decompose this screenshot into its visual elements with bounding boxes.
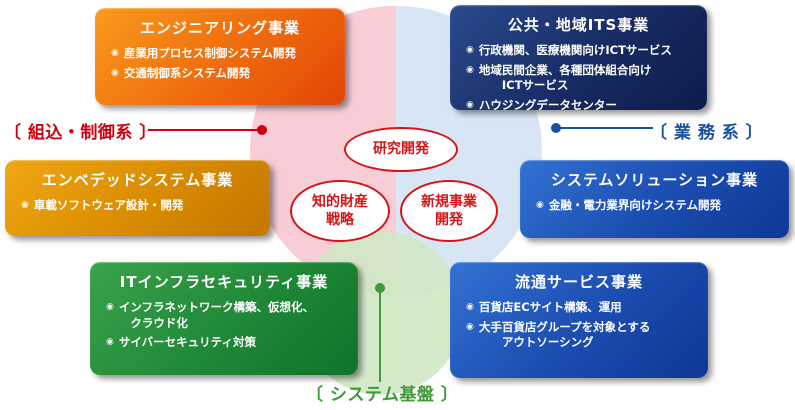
card-engineering-title: エンジニアリング事業 [139, 19, 300, 37]
business-connector-line [556, 127, 653, 129]
bullet-item: ◉ 金融・電力業界向けシステム開発 [536, 198, 777, 214]
bullet-icon: ◉ [21, 200, 29, 210]
bullet-icon: ◉ [106, 337, 114, 348]
card-embedded-system-title: エンベデッドシステム事業 [41, 171, 234, 189]
group-label-embedded-control: 〔 組込・制御系 〕 [4, 123, 157, 143]
card-embedded-system: エンベデッドシステム事業 ◉ 車載ソフトウェア設計・開発 [5, 160, 270, 236]
bullet-icon: ◉ [466, 64, 474, 75]
bullet-icon: ◉ [466, 302, 474, 312]
card-public-its-bullets: ◉ 行政機関、医療機関向けICTサービス ◉ 地域民間企業、各種団体組合向け I… [462, 43, 695, 113]
oval-new-business-development: 新規事業 開発 [400, 180, 498, 242]
card-distribution-service-title: 流通サービス事業 [514, 273, 643, 291]
embedded-control-connector-line [148, 129, 262, 131]
bullet-item: ◉ 地域民間企業、各種団体組合向け ICTサービス [466, 63, 695, 94]
group-label-business: 〔 業 務 系 〕 [650, 123, 764, 143]
oval-research-development: 研究開発 [344, 127, 458, 172]
bullet-text: 大手百貨店グループを対象とする アウトソーシング [478, 319, 651, 350]
system-platform-connector-dot [375, 283, 385, 293]
bullet-text: 交通制御系システム開発 [123, 65, 251, 80]
bullet-icon: ◉ [466, 45, 474, 55]
group-label-system-platform: 〔 システム基盤 〕 [306, 385, 459, 405]
bullet-icon: ◉ [106, 302, 114, 312]
card-system-solution-title: システムソリューション事業 [550, 171, 759, 189]
card-embedded-system-bullets: ◉ 車載ソフトウェア設計・開発 [17, 198, 258, 214]
bullet-text: インフラネットワーク構築、仮想化、 クラウド化 [118, 300, 315, 330]
oval-intellectual-property-strategy: 知的財産 戦略 [290, 180, 390, 242]
bullet-text: 地域民間企業、各種団体組合向け ICTサービス [478, 62, 652, 93]
bullet-item: ◉ サイバーセキュリティ対策 [106, 335, 346, 351]
bullet-text: 産業用プロセス制御システム開発 [123, 46, 297, 60]
bullet-text: 金融・電力業界向けシステム開発 [548, 198, 722, 212]
bullet-icon: ◉ [466, 99, 474, 110]
bullet-item: ◉ 大手百貨店グループを対象とする アウトソーシング [466, 320, 696, 351]
bullet-text: サイバーセキュリティ対策 [118, 335, 256, 350]
bullet-text: 車載ソフトウェア設計・開発 [33, 198, 184, 212]
card-distribution-service: 流通サービス事業 ◉ 百貨店ECサイト構築、運用 ◉ 大手百貨店グループを対象と… [450, 262, 708, 378]
card-it-infra-security: ITインフラセキュリティ事業 ◉ インフラネットワーク構築、仮想化、 クラウド化… [90, 262, 358, 375]
business-connector-dot [551, 123, 561, 133]
bullet-text: 百貨店ECサイト構築、運用 [478, 300, 622, 314]
bullet-icon: ◉ [111, 48, 119, 58]
card-public-its-title: 公共・地域ITS事業 [507, 16, 650, 34]
card-engineering-bullets: ◉ 産業用プロセス制御システム開発 ◉ 交通制御系システム開発 [107, 46, 333, 81]
card-public-its: 公共・地域ITS事業 ◉ 行政機関、医療機関向けICTサービス ◉ 地域民間企業… [450, 5, 707, 113]
card-it-infra-security-title: ITインフラセキュリティ事業 [119, 273, 329, 291]
card-system-solution-bullets: ◉ 金融・電力業界向けシステム開発 [532, 198, 777, 214]
card-system-solution: システムソリューション事業 ◉ 金融・電力業界向けシステム開発 [520, 160, 789, 238]
bullet-item: ◉ 産業用プロセス制御システム開発 [111, 46, 333, 62]
bullet-icon: ◉ [466, 321, 474, 332]
bullet-text: ハウジングデータセンター [478, 97, 617, 112]
bullet-icon: ◉ [111, 67, 119, 78]
bullet-item: ◉ 交通制御系システム開発 [111, 66, 333, 82]
card-distribution-service-bullets: ◉ 百貨店ECサイト構築、運用 ◉ 大手百貨店グループを対象とする アウトソーシ… [462, 300, 696, 351]
bullet-item: ◉ 百貨店ECサイト構築、運用 [466, 300, 696, 316]
card-it-infra-security-bullets: ◉ インフラネットワーク構築、仮想化、 クラウド化 ◉ サイバーセキュリティ対策 [102, 300, 346, 351]
bullet-item: ◉ インフラネットワーク構築、仮想化、 クラウド化 [106, 300, 346, 331]
embedded-control-connector-dot [257, 125, 267, 135]
bullet-item: ◉ 車載ソフトウェア設計・開発 [21, 198, 258, 214]
bullet-icon: ◉ [536, 200, 544, 210]
card-engineering: エンジニアリング事業 ◉ 産業用プロセス制御システム開発 ◉ 交通制御系システム… [95, 8, 345, 105]
bullet-text: 行政機関、医療機関向けICTサービス [478, 43, 672, 57]
system-platform-connector-line [379, 288, 381, 382]
bullet-item: ◉ 行政機関、医療機関向けICTサービス [466, 43, 695, 59]
bullet-item: ◉ ハウジングデータセンター [466, 98, 695, 114]
